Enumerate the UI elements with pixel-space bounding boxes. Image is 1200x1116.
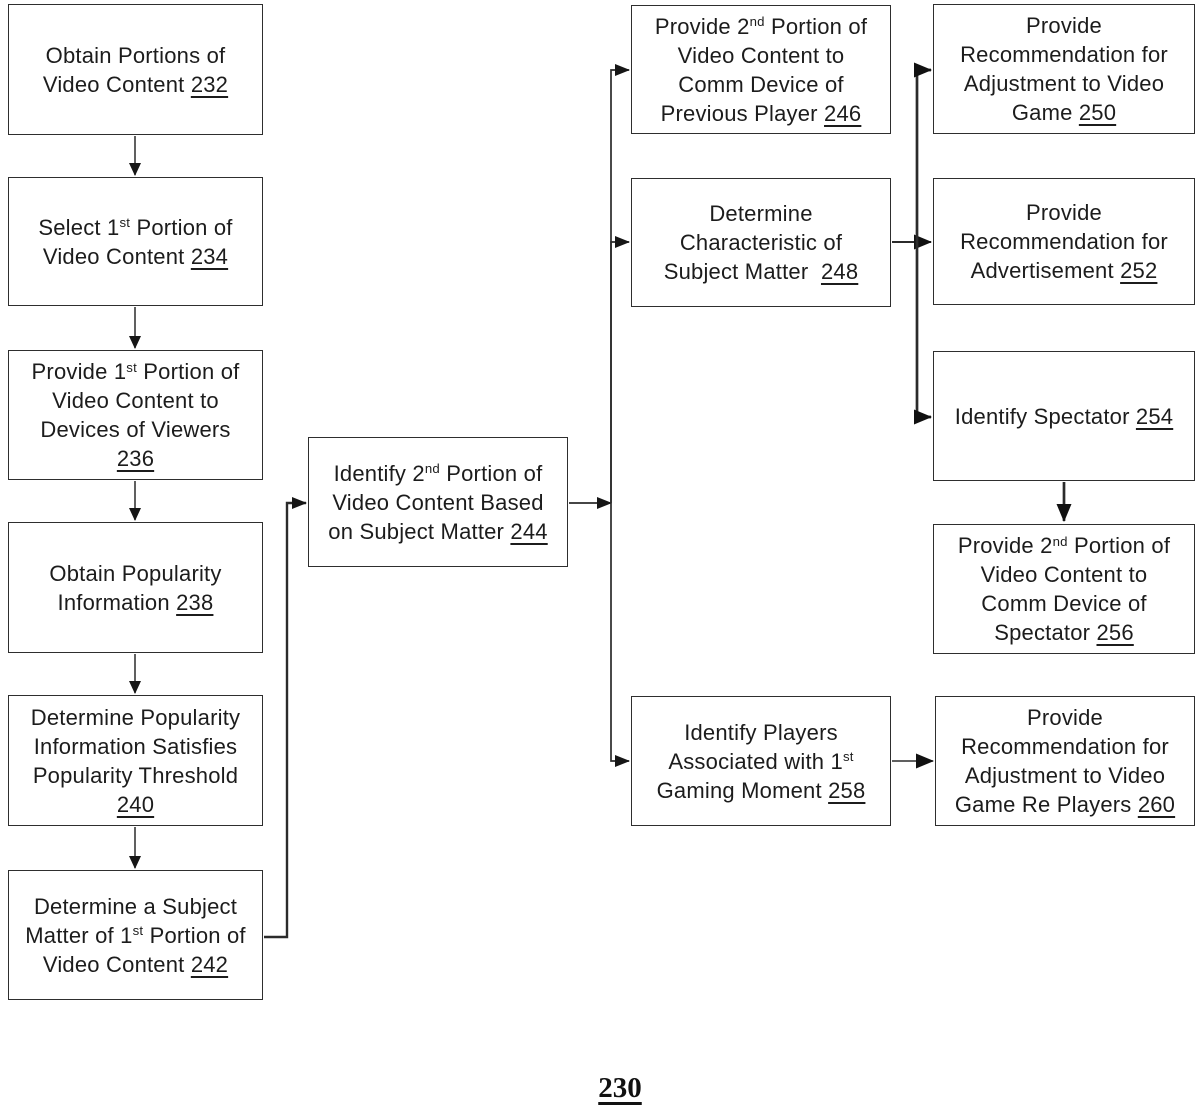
edge-branch-248 xyxy=(610,236,630,503)
flow-box-text-line: Information 238 xyxy=(57,589,214,615)
edge-branch2-250 xyxy=(914,62,932,242)
flow-box-text-line: Provide 2nd Portion of xyxy=(654,13,868,39)
step-number: 246 xyxy=(824,100,862,126)
step-number: 244 xyxy=(510,518,548,544)
flow-box-text-line: Video Content 242 xyxy=(42,951,229,977)
step-number: 242 xyxy=(190,951,229,977)
flow-box-text-line: Matter of 1st Portion of xyxy=(25,922,246,948)
flow-box-text-line: Obtain Popularity xyxy=(49,560,222,586)
flow-box-234-step-select-first-portion: Select 1st Portion of Video Content 234 xyxy=(8,177,263,306)
flow-box-text-line: Provide xyxy=(1026,200,1102,225)
flow-box-256-step-provide-to-spectator: Provide 2nd Portion of Video Content to Co… xyxy=(933,524,1195,654)
flow-box-text-line: Provide 2nd Portion of xyxy=(957,533,1171,558)
edge-branch-258 xyxy=(610,503,630,767)
flow-box-text-line: Characteristic of xyxy=(679,230,843,255)
flow-box-text-line: Popularity Threshold xyxy=(32,762,239,788)
step-number: 256 xyxy=(1096,620,1134,645)
flow-box-text-line: Video Content to xyxy=(677,42,845,68)
step-number: 258 xyxy=(828,777,866,803)
flow-box-246-step-provide-to-previous-player: Provide 2nd Portion of Video Content to Co… xyxy=(631,5,891,134)
flow-box-232-step-obtain-portions: Obtain Portions of Video Content 232 xyxy=(8,4,263,135)
step-number: 240 xyxy=(116,791,155,817)
flow-box-254-step-identify-spectator: Identify Spectator 254 xyxy=(933,351,1195,481)
flow-box-236-step-provide-first-portion: Provide 1st Portion of Video Content to De… xyxy=(8,350,263,480)
flow-box-text-line: Devices of Viewers xyxy=(40,417,231,442)
figure-number-text: 230 xyxy=(598,1072,642,1104)
flow-box-text-line: on Subject Matter 244 xyxy=(328,518,548,544)
flow-box-text-line: Video Content Based xyxy=(332,489,544,515)
flow-box-text-line: Recommendation for xyxy=(960,229,1168,254)
flow-box-text-line: Recommendation for xyxy=(960,42,1168,67)
flow-box-text-line: Provide xyxy=(1027,705,1103,730)
flow-box-text-line: Advertisement 252 xyxy=(970,258,1158,283)
flow-box-text-line: Adjustment to Video xyxy=(963,71,1165,96)
step-number: 248 xyxy=(820,259,859,284)
flow-box-text-line: Video Content to xyxy=(52,388,219,413)
step-number: 254 xyxy=(1135,403,1174,429)
figure-number-label: 230 xyxy=(540,1072,700,1105)
flow-box-text-line: Obtain Portions of xyxy=(45,42,226,68)
flow-box-text-line: Information Satisfies xyxy=(33,733,238,759)
flow-box-text-line: Determine a Subject xyxy=(33,893,238,919)
flow-box-text-line: Video Content to xyxy=(980,562,1148,587)
flow-box-text-line: 240 xyxy=(117,790,154,819)
flow-box-text-line: Spectator 256 xyxy=(994,620,1134,645)
flow-box-text-line: Select 1st Portion of xyxy=(38,214,233,240)
flow-box-text-line: Game 250 xyxy=(1011,100,1117,125)
step-number: 252 xyxy=(1120,258,1158,283)
flow-box-text-line: Video Content 234 xyxy=(42,243,229,269)
step-number: 236 xyxy=(116,446,155,471)
flow-box-text-line: Identify Players xyxy=(684,719,838,745)
flow-box-text-line: Comm Device of xyxy=(678,71,844,97)
flow-box-text-line: Determine xyxy=(709,201,813,226)
step-number: 238 xyxy=(176,589,214,615)
edge-242-244 xyxy=(264,497,307,939)
flow-box-244-step-identify-second-portion: Identify 2nd Portion of Video Content Bas… xyxy=(308,437,568,567)
flow-box-text-line: Subject Matter 248 xyxy=(663,259,859,284)
flow-box-text-line: Previous Player 246 xyxy=(660,100,862,126)
step-number: 250 xyxy=(1078,100,1117,125)
flow-box-text-line: Comm Device of xyxy=(981,591,1147,616)
flow-box-text-line: Identify 2nd Portion of xyxy=(333,460,543,486)
step-number: 232 xyxy=(190,71,229,97)
edge-branch-246 xyxy=(610,64,630,503)
edge-branch2-254 xyxy=(914,242,932,425)
flow-box-text-line: Gaming Moment 258 xyxy=(656,777,866,803)
flow-box-text-line: Determine Popularity xyxy=(30,704,241,730)
flow-box-text-line: 236 xyxy=(117,444,154,473)
flow-box-text-line: Recommendation for xyxy=(961,734,1169,759)
flow-box-text-line: Provide xyxy=(1026,13,1102,38)
flow-box-text-line: Provide 1st Portion of xyxy=(31,359,240,384)
flow-box-text-line: Adjustment to Video xyxy=(964,763,1166,788)
flow-box-text-line: Game Re Players 260 xyxy=(954,792,1176,817)
step-number: 260 xyxy=(1137,792,1176,817)
flow-box-text-line: Video Content 232 xyxy=(42,71,229,97)
flow-box-text-line: Identify Spectator 254 xyxy=(954,403,1174,429)
step-number: 234 xyxy=(190,243,229,269)
flow-box-text-line: Associated with 1st xyxy=(668,748,854,774)
